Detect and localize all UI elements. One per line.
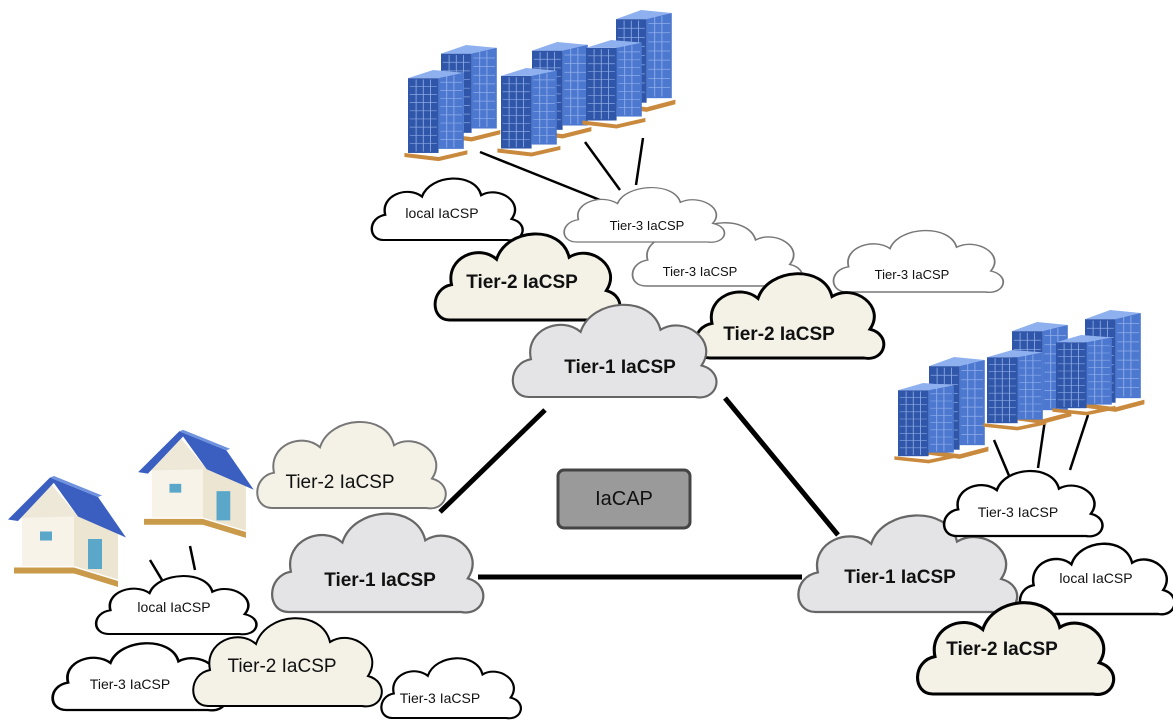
cloud-label: Tier-3 IaCSP [400, 690, 480, 706]
cloud-right-tier2: Tier-2 IaCSP [915, 601, 1116, 696]
houses-left [8, 429, 254, 587]
cloud-label: Tier-3 IaCSP [978, 504, 1058, 520]
cloud-label: local IaCSP [137, 599, 210, 615]
datacenter-buildings-right [893, 309, 1145, 464]
cloud-label: Tier-2 IaCSP [946, 639, 1058, 660]
iacap-label: IaCAP [595, 488, 653, 510]
cloud-label: Tier-2 IaCSP [723, 324, 835, 345]
link-top-left [438, 408, 547, 514]
cloud-left-tier2-top: Tier-2 IaCSP [256, 420, 447, 510]
iacap-box: IaCAP [556, 468, 692, 530]
cloud-left-tier2-bottom: Tier-2 IaCSP [192, 617, 383, 708]
cloud-label: Tier-2 IaCSP [227, 656, 336, 677]
cloud-label: Tier-3 IaCSP [90, 676, 170, 692]
cloud-label: Tier-1 IaCSP [844, 567, 956, 588]
cloud-label: Tier-3 IaCSP [610, 218, 685, 233]
cloud-top-tier2-b: Tier-2 IaCSP [693, 272, 886, 360]
cloud-right-local: local IaCSP [1018, 542, 1173, 616]
cloud-top-tier3-c: Tier-3 IaCSP [832, 229, 1005, 294]
cloud-top-tier1: Tier-1 IaCSP [511, 303, 718, 399]
cloud-label: Tier-2 IaCSP [285, 472, 394, 493]
cloud-top-tier3-b: Tier-3 IaCSP [631, 221, 804, 288]
cloud-label: Tier-1 IaCSP [324, 570, 436, 591]
cloud-top-local: local IaCSP [370, 177, 524, 242]
cloud-label: Tier-3 IaCSP [663, 264, 738, 279]
cloud-right-tier1: Tier-1 IaCSP [797, 514, 1019, 614]
cloud-label: Tier-2 IaCSP [466, 272, 578, 293]
cloud-label: Tier-1 IaCSP [564, 357, 676, 378]
cloud-left-tier3-a: Tier-3 IaCSP [51, 641, 228, 712]
cloud-top-tier3-a: Tier-3 IaCSP [563, 186, 726, 244]
cloud-label: Tier-3 IaCSP [875, 267, 950, 282]
cloud-left-tier1: Tier-1 IaCSP [270, 512, 485, 614]
cloud-label: local IaCSP [1059, 570, 1132, 586]
connection-lines [148, 137, 1090, 581]
datacenter-buildings-top [403, 9, 676, 162]
link-top-right [723, 396, 840, 537]
cloud-label: local IaCSP [405, 205, 478, 221]
cloud-left-local: local IaCSP [94, 574, 258, 636]
cloud-left-tier3-b: Tier-3 IaCSP [380, 657, 523, 720]
cloud-top-tier2-a: Tier-2 IaCSP [433, 232, 622, 322]
cloud-right-tier3: Tier-3 IaCSP [942, 469, 1104, 538]
